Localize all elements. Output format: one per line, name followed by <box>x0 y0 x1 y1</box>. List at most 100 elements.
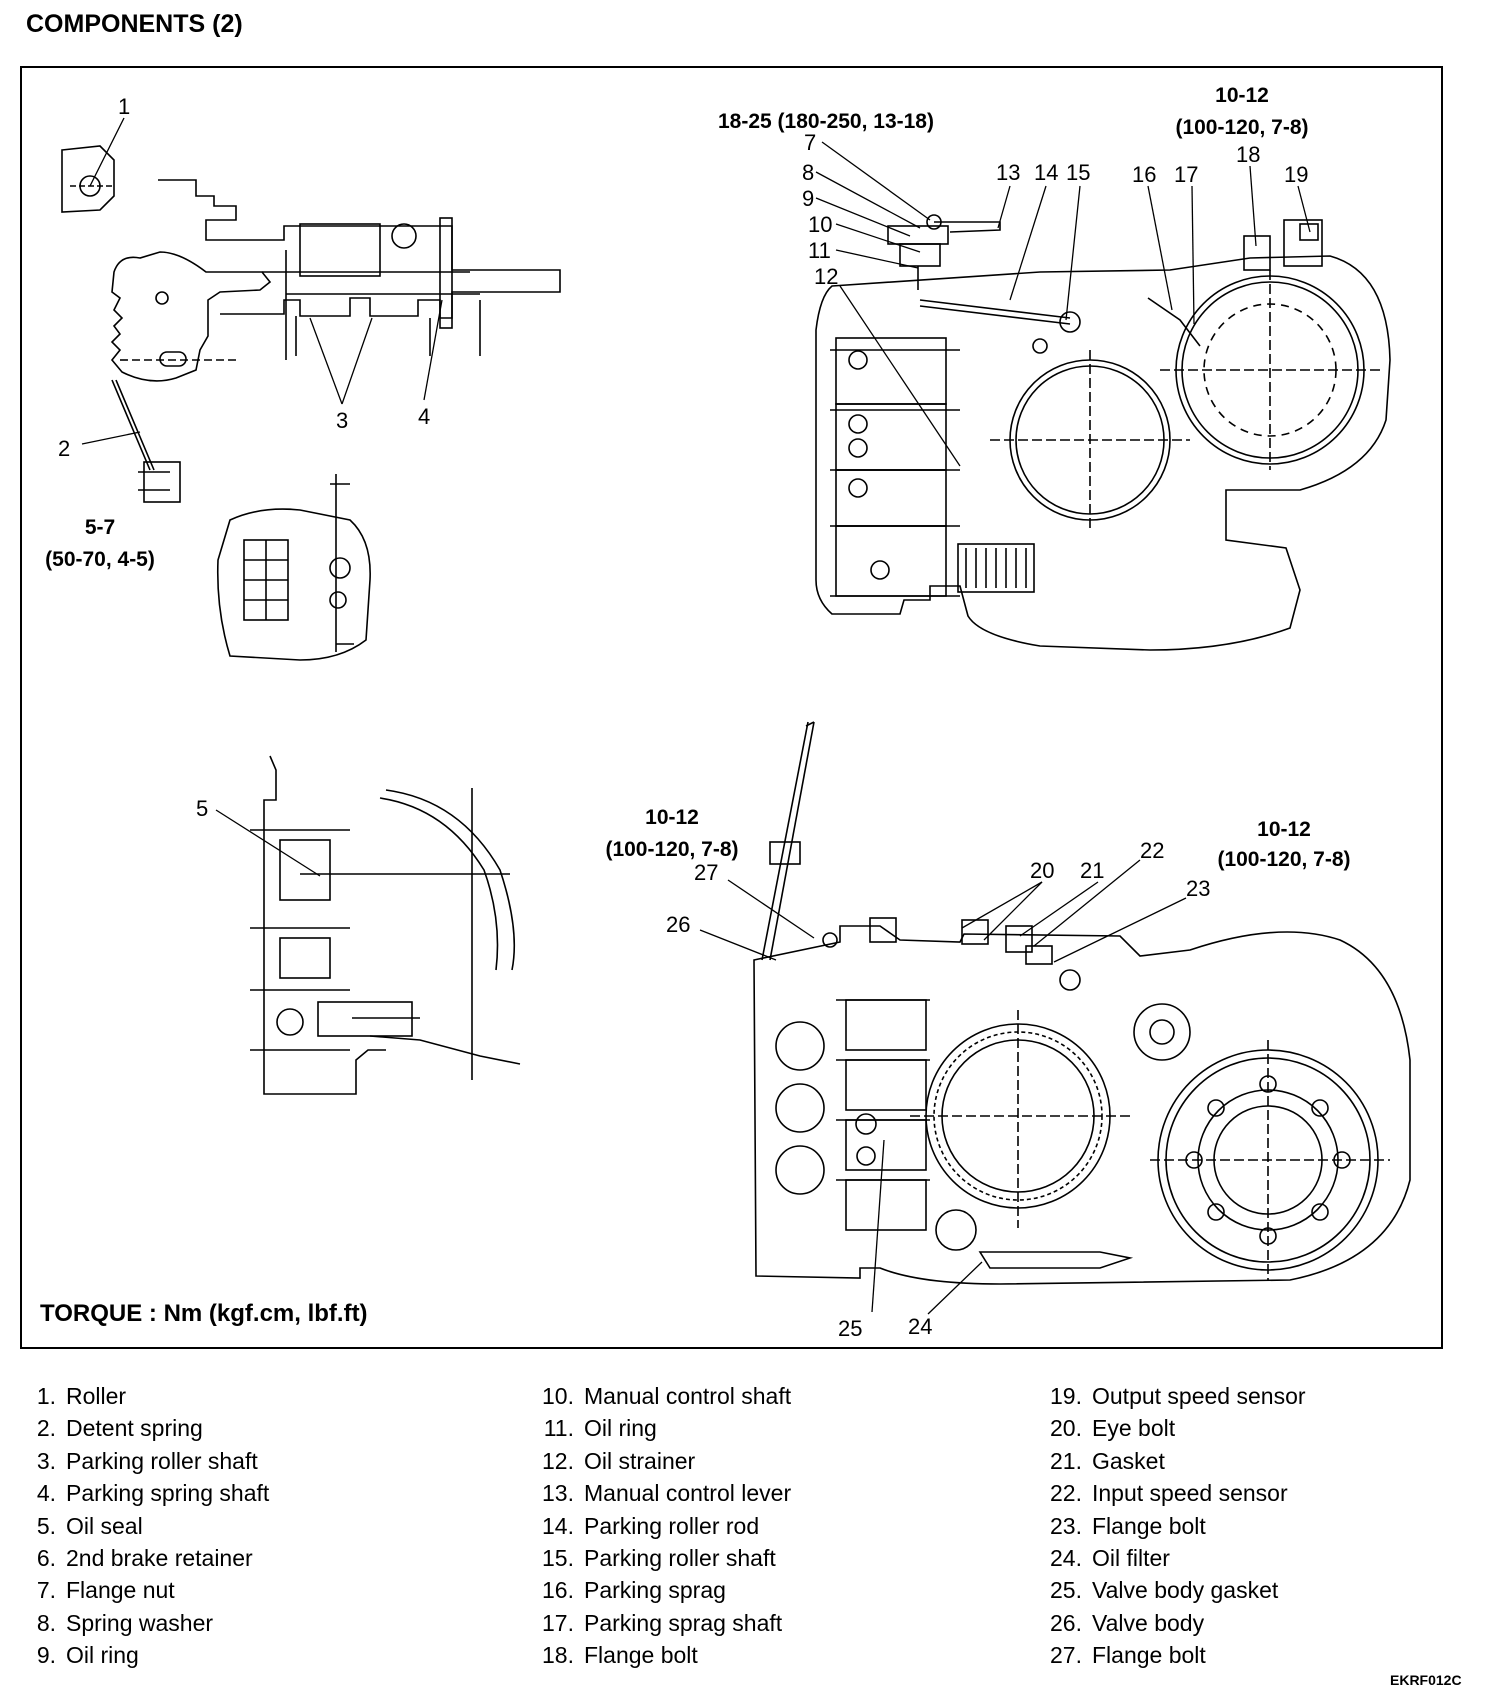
legend-item: 27. Flange bolt <box>1038 1639 1306 1671</box>
legend-item: 3. Parking roller shaft <box>26 1445 269 1477</box>
legend-item: 24. Oil filter <box>1038 1542 1306 1574</box>
torque-lower-right-detail: (100-120, 7-8) <box>1217 848 1350 871</box>
callout-19: 19 <box>1284 162 1308 187</box>
legend-label: 2nd brake retainer <box>66 1545 253 1572</box>
legend-item: 14.Parking roller rod <box>530 1510 791 1542</box>
legend-number: 9. <box>36 1642 56 1669</box>
legend-label: Detent spring <box>66 1415 203 1442</box>
callout-11: 11 <box>808 238 831 263</box>
legend-item: 10.Manual control shaft <box>530 1380 791 1412</box>
legend-label: Parking sprag <box>584 1577 726 1604</box>
legend-label: Eye bolt <box>1092 1415 1176 1442</box>
legend-item: 4. Parking spring shaft <box>26 1477 269 1509</box>
callout-4: 4 <box>418 404 430 429</box>
legend-label: Manual control shaft <box>584 1383 792 1409</box>
callout-23: 23 <box>1186 876 1210 901</box>
detent-assembly-drawing <box>61 145 561 661</box>
legend-number: 2. <box>36 1415 56 1442</box>
legend-label: Flange bolt <box>1092 1512 1206 1539</box>
callout-15: 15 <box>1066 160 1090 185</box>
torque-top-right: 10-12 <box>1215 84 1269 107</box>
legend-label: Spring washer <box>66 1609 214 1636</box>
legend-item: 1.Roller <box>26 1380 269 1412</box>
legend-number: 6. <box>36 1545 56 1572</box>
legend-number: 4. <box>36 1480 56 1507</box>
legend-item: 13. Manual control lever <box>530 1477 791 1509</box>
legend-label: Manual control lever <box>584 1480 792 1507</box>
lower-case-drawing <box>753 721 1411 1285</box>
legend-item: 20.Eye bolt <box>1038 1412 1306 1444</box>
legend-label: Roller <box>66 1383 127 1409</box>
legend-item: 17.Parking sprag shaft <box>530 1607 791 1639</box>
callout-21: 21 <box>1080 858 1104 883</box>
callout-27: 27 <box>694 860 718 885</box>
legend-item: 26.Valve body <box>1038 1607 1306 1639</box>
legend-column-2: 10.Manual control shaft 11. Oil ring 12. O… <box>530 1380 791 1672</box>
legend-number: 16. <box>542 1577 574 1604</box>
legend-label: Oil ring <box>584 1415 657 1442</box>
legend-label: Parking spring shaft <box>66 1480 270 1507</box>
callout-18: 18 <box>1236 142 1260 167</box>
legend-item: 8.Spring washer <box>26 1607 269 1639</box>
callout-14: 14 <box>1034 160 1058 185</box>
legend-label: Gasket <box>1092 1447 1165 1474</box>
page-title: COMPONENTS (2) <box>26 10 243 38</box>
callout-5: 5 <box>196 796 208 821</box>
callout-20: 20 <box>1030 858 1054 883</box>
diagram-frame <box>20 66 1443 1349</box>
legend-number: 24. <box>1050 1545 1082 1572</box>
callout-13: 13 <box>996 160 1020 185</box>
callout-24: 24 <box>908 1314 932 1339</box>
legend-label: Oil ring <box>66 1642 139 1669</box>
legend-item: 22.Input speed sensor <box>1038 1477 1306 1509</box>
legend-label: Parking roller shaft <box>66 1447 258 1474</box>
legend-number: 21. <box>1050 1447 1082 1474</box>
callout-25: 25 <box>838 1316 862 1341</box>
callout-8: 8 <box>802 160 814 185</box>
callout-26: 26 <box>666 912 690 937</box>
legend-item: 18.Flange bolt <box>530 1639 791 1671</box>
legend-number: 11. <box>543 1415 574 1442</box>
callout-2: 2 <box>58 436 70 461</box>
upper-case-drawing <box>815 214 1391 651</box>
torque-unit-note: TORQUE : Nm (kgf.cm, lbf.ft) <box>40 1300 368 1327</box>
leader-lines <box>81 117 1311 1315</box>
oil-seal-drawing <box>250 755 521 1095</box>
figure-code: EKRF012C <box>1390 1672 1462 1688</box>
callout-10: 10 <box>808 212 832 237</box>
legend-number: 26. <box>1050 1609 1082 1636</box>
legend-label: Flange nut <box>66 1577 175 1604</box>
legend-label: Valve body gasket <box>1092 1577 1279 1604</box>
legend-number: 27. <box>1050 1642 1082 1669</box>
torque-5-7: 5-7 <box>85 516 115 539</box>
legend-number: 25. <box>1050 1577 1082 1604</box>
torque-5-7-detail: (50-70, 4-5) <box>45 548 155 571</box>
legend-label: Oil filter <box>1092 1545 1170 1572</box>
legend-label: Parking sprag shaft <box>584 1609 783 1636</box>
legend-number: 15. <box>542 1545 574 1572</box>
torque-middle-detail: (100-120, 7-8) <box>605 838 738 861</box>
legend-item: 19.Output speed sensor <box>1038 1380 1306 1412</box>
legend-label: Flange bolt <box>1092 1642 1206 1669</box>
legend-label: Input speed sensor <box>1092 1480 1288 1507</box>
torque-middle: 10-12 <box>645 806 699 829</box>
torque-top-right-detail: (100-120, 7-8) <box>1175 116 1308 139</box>
legend-item: 6. 2nd brake retainer <box>26 1542 269 1574</box>
legend-item: 7.Flange nut <box>26 1574 269 1606</box>
callout-3: 3 <box>336 408 348 433</box>
legend-item: 21. Gasket <box>1038 1445 1306 1477</box>
legend-item: 9. Oil ring <box>26 1639 269 1671</box>
legend-number: 12. <box>542 1447 574 1474</box>
torque-lower-right: 10-12 <box>1257 818 1311 841</box>
legend-column-3: 19.Output speed sensor 20.Eye bolt 21. Ga… <box>1038 1380 1306 1672</box>
legend-item: 16. Parking sprag <box>530 1574 791 1606</box>
legend-number: 13. <box>542 1480 574 1507</box>
legend-column-1: 1.Roller 2. Detent spring 3. Parking rolle… <box>26 1380 269 1672</box>
callout-16: 16 <box>1132 162 1156 187</box>
legend-number: 3. <box>36 1447 56 1474</box>
callout-9: 9 <box>802 186 814 211</box>
legend-label: Parking roller rod <box>584 1512 760 1539</box>
legend-item: 11. Oil ring <box>530 1412 791 1444</box>
callout-12: 12 <box>814 264 838 289</box>
